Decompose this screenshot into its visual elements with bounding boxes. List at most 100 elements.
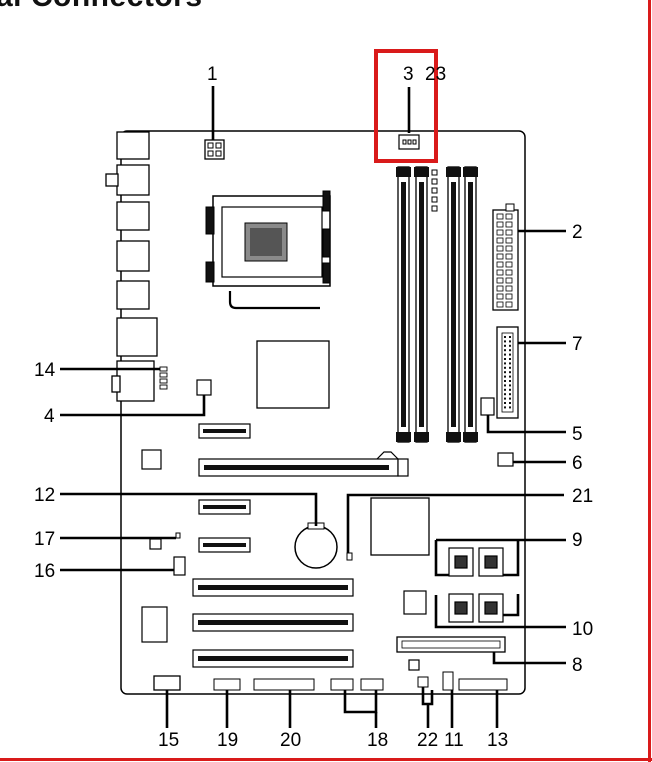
- fan-headers: [173, 379, 514, 576]
- atx-pin: [505, 237, 513, 244]
- callout-2: 2: [572, 222, 583, 243]
- pcie-x16-slot: [198, 451, 409, 477]
- floppy-pin: [504, 353, 506, 356]
- pcie-x1-slots: [198, 423, 251, 553]
- floppy-pin: [504, 362, 506, 365]
- callout-11: 11: [444, 730, 464, 751]
- atx-pin: [496, 245, 504, 252]
- highlight-box: [374, 49, 438, 163]
- callout-1: 1: [207, 64, 218, 85]
- pci-slots: [192, 578, 354, 668]
- atx-pin: [505, 285, 513, 292]
- atx-main-power: [492, 203, 519, 311]
- ide-connector: [396, 636, 506, 653]
- floppy-pin: [509, 388, 511, 391]
- cpu-fan-header: [398, 134, 420, 150]
- callout-22: 22: [417, 730, 438, 751]
- callout-14: 14: [34, 360, 56, 381]
- northbridge-chip: [256, 340, 330, 409]
- callout-10: 10: [572, 619, 593, 640]
- sata-ports: [448, 547, 504, 623]
- floppy-pin: [509, 344, 511, 347]
- atx-pin: [505, 301, 513, 308]
- atx-pin: [505, 221, 513, 228]
- dimm-leds: [431, 169, 438, 212]
- callout-20: 20: [280, 730, 301, 751]
- floppy-pin: [509, 366, 511, 369]
- atx-pin: [496, 269, 504, 276]
- floppy-pin: [504, 349, 506, 352]
- atx-pin: [505, 253, 513, 260]
- atx-pin: [496, 213, 504, 220]
- atx-12v-connector: [204, 139, 225, 160]
- floppy-pin: [504, 406, 506, 409]
- atx-pin: [505, 245, 513, 252]
- audio-header: [159, 366, 168, 390]
- floppy-pin: [509, 349, 511, 352]
- floppy-pin: [504, 371, 506, 374]
- bottom-headers: [153, 532, 508, 691]
- atx-pin: [505, 261, 513, 268]
- floppy-pin: [509, 380, 511, 382]
- floppy-pin: [509, 358, 511, 360]
- floppy-pin: [504, 358, 506, 360]
- floppy-pin: [504, 388, 506, 391]
- callout-18: 18: [367, 730, 388, 751]
- floppy-pin: [509, 336, 511, 338]
- floppy-pin: [509, 397, 511, 400]
- atx-pin: [496, 229, 504, 236]
- atx-pin: [496, 277, 504, 284]
- atx-pin: [496, 221, 504, 228]
- southbridge-chip: [370, 497, 430, 556]
- atx-pin: [496, 293, 504, 300]
- floppy-pin: [509, 375, 511, 378]
- callout-17: 17: [34, 529, 55, 550]
- floppy-pin: [504, 393, 506, 396]
- floppy-pin: [509, 393, 511, 396]
- floppy-pin: [509, 371, 511, 374]
- floppy-pin: [509, 402, 511, 404]
- atx-pin: [496, 285, 504, 292]
- floppy-pin: [504, 336, 506, 338]
- callout-13: 13: [487, 730, 508, 751]
- page-title: al Connectors: [0, 0, 203, 14]
- callout-7: 7: [572, 334, 583, 355]
- rear-io-ports: [105, 131, 158, 402]
- atx-pin: [496, 261, 504, 268]
- floppy-pin: [504, 375, 506, 378]
- leader-lines: [60, 86, 566, 728]
- floppy-pin: [504, 344, 506, 347]
- callout-4: 4: [44, 406, 55, 427]
- floppy-connector: [496, 326, 519, 419]
- callout-23: 23: [425, 64, 446, 85]
- atx-pin: [505, 213, 513, 220]
- floppy-pin: [504, 380, 506, 382]
- callout-labels: 1 2 3 23 4 5 6 7 8 9 10 11 12 13 14 15 1…: [34, 64, 593, 751]
- floppy-pin: [509, 406, 511, 409]
- cpu-socket: [205, 190, 331, 310]
- atx-pin: [496, 237, 504, 244]
- callout-15: 15: [158, 730, 179, 751]
- callout-8: 8: [572, 655, 583, 676]
- frame-border-bottom: [0, 758, 652, 761]
- dimm-slots: [396, 166, 478, 443]
- callout-6: 6: [572, 453, 583, 474]
- floppy-pin: [504, 397, 506, 400]
- callout-12: 12: [34, 485, 55, 506]
- frame-border-right: [648, 0, 651, 762]
- callout-5: 5: [572, 424, 583, 445]
- atx-pin: [496, 253, 504, 260]
- floppy-pin: [509, 353, 511, 356]
- floppy-pin: [504, 366, 506, 369]
- atx-pin: [505, 277, 513, 284]
- floppy-pin: [504, 384, 506, 387]
- callout-3: 3: [403, 64, 414, 85]
- callout-9: 9: [572, 530, 583, 551]
- floppy-pin: [509, 340, 511, 343]
- misc-chips: [141, 449, 427, 671]
- callout-16: 16: [34, 561, 55, 582]
- callout-19: 19: [217, 730, 238, 751]
- atx-pin: [505, 229, 513, 236]
